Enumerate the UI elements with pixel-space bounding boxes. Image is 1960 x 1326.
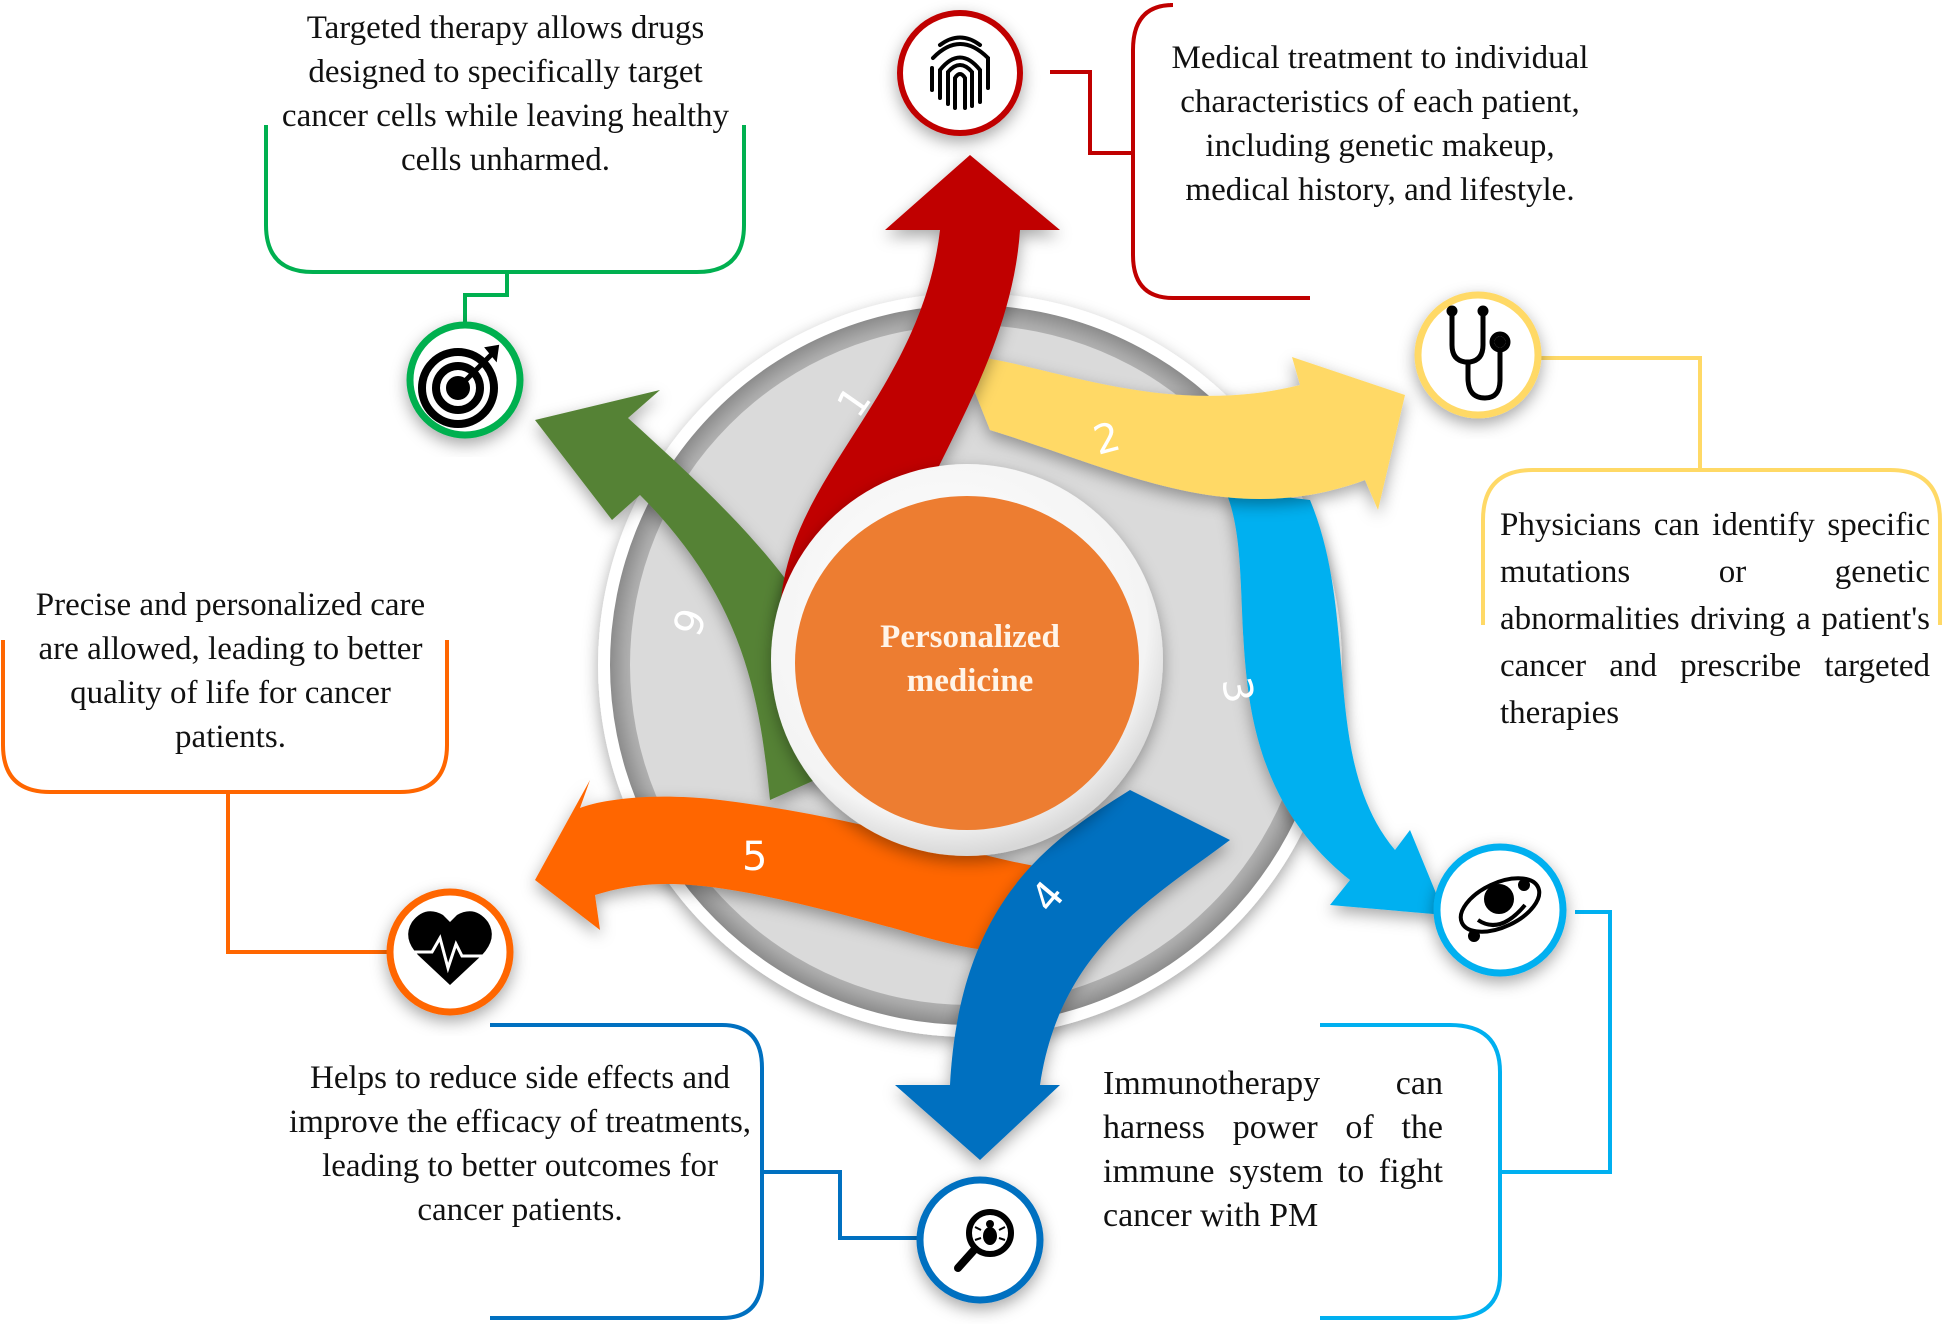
callout-frame-6 [264,125,746,322]
heart-pulse-icon [408,911,492,985]
callout-text-3: Immunotherapy can harness power of the i… [1103,1065,1443,1234]
stethoscope-icon [1446,305,1511,401]
callout-frame-2 [1481,356,1942,625]
callout-frame-3 [1320,910,1612,1320]
hub-label: Personalized medicine [810,615,1130,703]
callout-frame-5 [1,640,449,954]
callout-frame-4 [490,1023,925,1320]
arrow-step-5 [535,780,1060,952]
arrow-step-2 [960,355,1405,510]
step-number-5: 5 [742,834,767,880]
icon-circle-6 [406,321,524,439]
arrow-step-4 [895,790,1230,1160]
hub-label-line-2: medicine [906,663,1034,699]
callout-text-6: Targeted therapy allows drugs designed t… [281,10,730,178]
arrow-step-3 [1225,490,1445,915]
callout-text-2: Physicians can identify specific mutatio… [1500,507,1930,731]
hub [771,464,1163,856]
target-icon [418,344,500,428]
orbit-icon [1458,876,1542,942]
callout-text-4: Helps to reduce side effects and improve… [288,1060,752,1228]
hub-label-line-1: Personalized [880,619,1060,655]
callout-text-1: Medical treatment to individual characte… [1171,40,1589,208]
icon-circle-3 [1433,843,1567,977]
icon-circle-2 [1414,291,1542,419]
fingerprint-icon [930,35,990,110]
callout-text-5: Precise and personalized care are allowe… [35,587,426,755]
icon-circle-1 [897,10,1023,136]
callout-frame-1 [1050,3,1310,300]
icon-circle-5 [386,888,514,1016]
icon-circle-4 [916,1176,1044,1304]
magnifier-bug-icon [954,1209,1014,1272]
